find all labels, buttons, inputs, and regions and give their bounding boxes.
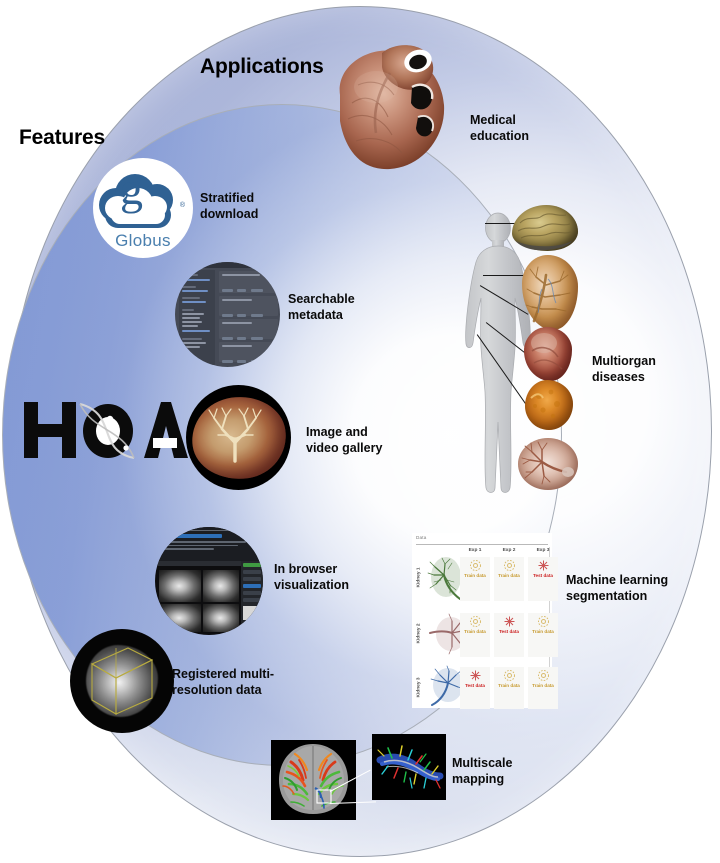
brain-slice-svg bbox=[279, 744, 348, 814]
ml-cell-label: Train data bbox=[498, 683, 520, 688]
organ-heart bbox=[524, 327, 572, 381]
globus-logo: g ® Globus bbox=[93, 158, 193, 258]
train-data-icon bbox=[503, 559, 516, 572]
ml-cell-k3-e3: Train data bbox=[528, 667, 558, 709]
metadata-result-card[interactable] bbox=[219, 319, 278, 350]
viewer-metadata-header bbox=[155, 527, 263, 561]
ml-cross-validation-table: Data Exp 1 Exp 2 Exp 3 Kidney 1 Train da… bbox=[412, 533, 558, 709]
callout-registered-multiresolution: Registered multi- resolution data bbox=[172, 667, 275, 697]
heart-detail bbox=[531, 333, 563, 370]
searchable-metadata-screenshot bbox=[175, 262, 280, 367]
ml-row-label-kidney2: Kidney 2 bbox=[416, 623, 422, 644]
ml-cell-label: Test data bbox=[465, 683, 485, 688]
train-data-icon bbox=[503, 669, 516, 682]
anatomical-heart-specimen bbox=[318, 33, 468, 183]
ml-cell-label: Test data bbox=[499, 629, 519, 634]
ml-cell-label: Train data bbox=[464, 629, 486, 634]
ml-cell-k1-e3: Test data bbox=[528, 557, 558, 601]
callout-image-video-gallery: Image and video gallery bbox=[306, 425, 383, 455]
ml-cell-k1-e1: Train data bbox=[460, 557, 490, 601]
ml-column-header-exp2: Exp 2 bbox=[502, 548, 516, 553]
heart-specimen-svg bbox=[339, 45, 445, 170]
callout-machine-learning-segmentation: Machine learning segmentation bbox=[566, 573, 669, 603]
brain-slice-vasculature bbox=[271, 740, 356, 820]
organ-spleen bbox=[525, 380, 573, 430]
features-heading: Features bbox=[19, 126, 105, 149]
multiscale-mapping-figure bbox=[271, 733, 446, 820]
ml-row-label-kidney1: Kidney 1 bbox=[416, 567, 422, 588]
ml-cell-label: Train data bbox=[464, 573, 486, 578]
train-data-icon bbox=[537, 615, 550, 628]
lung-detail bbox=[525, 266, 571, 323]
callout-searchable-metadata: Searchable metadata bbox=[288, 292, 355, 322]
callout-stratified-download: Stratified download bbox=[200, 191, 259, 221]
globus-g-letter: g bbox=[120, 163, 143, 214]
vessel-3d-inset bbox=[372, 734, 446, 800]
viewer-toolbar[interactable] bbox=[155, 561, 263, 566]
applications-heading: Applications bbox=[200, 55, 324, 78]
test-data-icon bbox=[469, 669, 482, 682]
metadata-result-card[interactable] bbox=[219, 296, 278, 327]
ml-header-rule bbox=[416, 544, 548, 545]
viewer-pane-sagittal[interactable] bbox=[159, 604, 201, 632]
train-data-icon bbox=[469, 559, 482, 572]
ml-column-header-exp1: Exp 1 bbox=[468, 548, 482, 553]
kidney-vasculature bbox=[521, 441, 574, 485]
hoa-logo-svg bbox=[24, 402, 188, 460]
ml-cell-label: Train data bbox=[532, 683, 554, 688]
hoa-logo bbox=[22, 398, 192, 462]
bounding-box-wireframe bbox=[90, 647, 154, 715]
spleen-detail bbox=[530, 389, 560, 419]
callout-in-browser-visualization: In browser visualization bbox=[274, 562, 350, 592]
brain-detail bbox=[516, 213, 572, 251]
ml-cell-k3-e2: Train data bbox=[494, 667, 524, 709]
ml-cell-label: Train data bbox=[532, 629, 554, 634]
metadata-facet-sidebar bbox=[179, 270, 215, 365]
ml-data-header: Data bbox=[416, 535, 427, 540]
vascular-tree-icon bbox=[208, 407, 262, 463]
ml-cell-k2-e1: Train data bbox=[460, 613, 490, 657]
train-data-icon bbox=[537, 669, 550, 682]
registered-trademark-icon: ® bbox=[179, 202, 185, 209]
leader-line-lung bbox=[483, 275, 525, 277]
ml-row-label-kidney3: Kidney 3 bbox=[416, 677, 422, 698]
viewer-control-panel[interactable] bbox=[241, 561, 263, 635]
organ-brain bbox=[512, 205, 578, 251]
ml-cell-k2-e3: Train data bbox=[528, 613, 558, 657]
callout-multiorgan-diseases: Multiorgan diseases bbox=[592, 354, 656, 384]
vessel-3d-svg bbox=[376, 745, 444, 789]
ml-cell-k1-e2: Train data bbox=[494, 557, 524, 601]
metadata-result-card[interactable] bbox=[219, 342, 278, 363]
registered-multiresolution-thumbnail bbox=[70, 629, 174, 733]
viewer-pane-axial[interactable] bbox=[159, 570, 201, 602]
callout-medical-education: Medical education bbox=[470, 113, 530, 143]
train-data-icon bbox=[469, 615, 482, 628]
globus-wordmark: Globus bbox=[115, 231, 171, 250]
ml-cell-k2-e2: Test data bbox=[494, 613, 524, 657]
metadata-topbar bbox=[175, 262, 280, 268]
in-browser-visualization-screenshot bbox=[155, 527, 263, 635]
ml-cell-label: Train data bbox=[498, 573, 520, 578]
ml-kidney3-segmentation bbox=[430, 665, 466, 706]
ml-cell-k3-e1: Test data bbox=[460, 667, 490, 709]
organ-kidney bbox=[518, 438, 578, 490]
leader-line-brain bbox=[485, 223, 517, 225]
organ-lung bbox=[522, 255, 578, 330]
viewer-pane-coronal[interactable] bbox=[203, 570, 239, 602]
ml-cell-label: Test data bbox=[533, 573, 553, 578]
test-data-icon bbox=[503, 615, 516, 628]
callout-multiscale-mapping: Multiscale mapping bbox=[452, 756, 513, 786]
ml-column-header-exp3: Exp 3 bbox=[536, 548, 550, 553]
metadata-result-card[interactable] bbox=[219, 271, 278, 305]
test-data-icon bbox=[537, 559, 550, 572]
image-video-gallery-thumbnail bbox=[186, 385, 291, 490]
ml-kidney1-segmentation bbox=[427, 557, 461, 600]
viewer-pane-3d[interactable] bbox=[203, 604, 239, 632]
